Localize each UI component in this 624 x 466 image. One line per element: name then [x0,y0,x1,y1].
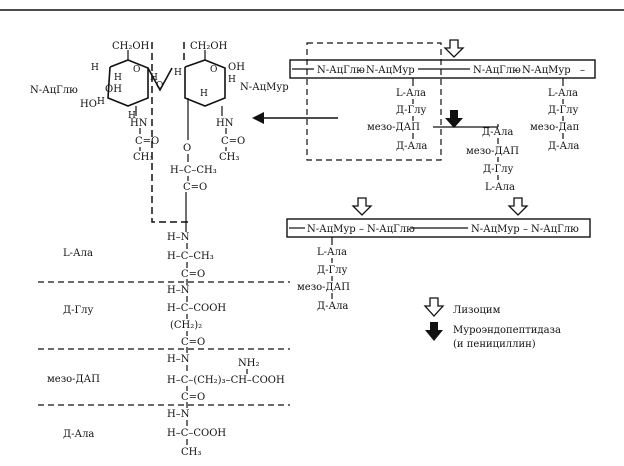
peptide-stem: L-Ала H–N H–C–CH₃ C=O Д-Глу H–N H–C–COOH… [38,192,290,458]
scheme-top-chain-box [289,59,596,79]
chain-unit: N-АцМур [307,224,356,235]
lysozyme-arrow-icon [507,197,529,216]
chain-unit: N-АцМур [366,65,415,76]
legend-lysozyme-label: Лизоцим [453,305,501,316]
ring1-co: C=O [135,136,159,147]
lactyl-o: O [183,143,191,154]
ring1-ho: HO [80,99,97,110]
scheme-top-dashed-cut [306,42,442,161]
ring1-o: O [133,65,140,75]
residue-line3: C=O [181,392,205,403]
chain-dash: – [514,65,519,76]
stem-residue: Д-Глу [548,105,578,116]
chain-dash: – [358,65,363,76]
ring2-h2: H [228,75,236,85]
ring1-hn: HN [130,118,148,129]
ring2-oh: OH [228,62,245,73]
ring2-h3: H [200,89,208,99]
cross-residue: мезо-ДАП [466,146,519,157]
legend-murein-sub: (и пенициллин) [453,339,536,350]
residue-line1: H–N [167,232,190,243]
lysozyme-arrow-icon [443,39,465,58]
scheme-top: N-АцГлю – N-АцМур N-АцГлю – N-АцМур – L-… [289,39,596,193]
chain-unit: N-АцГлю [531,224,579,235]
chain-dash: – [523,224,528,235]
stem-residue: мезо-ДАП [367,122,420,133]
lactyl-hc: H–C–CH₃ [170,165,217,176]
ring2-o-ring: O [210,65,217,75]
residue-line1: H–N [167,409,190,420]
ring2-co: C=O [221,136,245,147]
lactyl-co: C=O [183,182,207,193]
ring1-h5: H [128,111,136,121]
chain-unit: N-АцМур [471,224,520,235]
ring2-h1: H [174,68,182,78]
residue-line4: C=O [181,337,205,348]
residue-line2: H–C–CH₃ [167,251,214,262]
cross-residue: Д-Глу [483,164,513,175]
lysozyme-legend-icon [423,297,445,317]
legend-murein-label: Муроэндопептидаза [453,325,561,336]
ring1-oh: OH [105,84,122,95]
stem-residue: L-Ала [396,88,426,99]
glycosidic-o: O [156,81,163,91]
residue-label: Д-Глу [63,305,93,316]
residue-label: Д-Ала [63,429,94,440]
ring1-ch3: CH₃ [133,152,153,163]
ring2-ch3: CH₃ [219,152,239,163]
lysozyme-arrow-icon [351,197,373,216]
residue-line3: (CH₂)₂ [170,320,202,331]
ring1-h2: H [114,73,122,83]
stem-residue: Д-Глу [396,105,426,116]
ring1-h4: H [97,97,105,107]
legend: Лизоцим Муроэндопептидаза (и пенициллин) [423,297,561,350]
stem-residue: Д-Ала [548,141,579,152]
chain-dash: – [580,65,585,76]
chain-unit: N-АцГлю [317,65,365,76]
monomer-dashed-box [151,42,188,223]
residue-line3: C=O [181,269,205,280]
ring1-outline [107,59,149,107]
residue-label: L-Ала [63,248,93,259]
stem-residue: мезо-ДАП [297,282,350,293]
ring1-ch2oh: CH₂OH [112,41,150,52]
residue-line2: H–C–(CH₂)₃–CH–COOH [167,375,285,386]
residue-line2: H–C–COOH [167,428,226,439]
residue-line1: H–N [167,354,190,365]
nacglc-label: N-АцГлю [30,85,78,96]
structural-formula: N-АцГлю N-АцМур CH₂OH O H H H H H HO OH … [30,41,289,193]
ring2-hn: HN [216,118,234,129]
stem-residue: Д-Глу [317,265,347,276]
residue-label: мезо-ДАП [47,374,100,385]
residue-line2: H–C–COOH [167,303,226,314]
pointer-arrow-head [252,112,264,124]
stem-residue: мезо-Дап [530,122,580,133]
murein-endopeptidase-arrow-icon [445,110,463,128]
murein-legend-icon [425,322,443,341]
ring1-h1: H [91,63,99,73]
residue-line3: CH₃ [181,447,201,458]
scheme-bottom: N-АцМур – N-АцГлю N-АцМур – N-АцГлю L-Ал… [286,197,591,312]
residue-line1: H–N [167,285,190,296]
cross-residue: L-Ала [485,182,515,193]
stem-residue: L-Ала [317,247,347,258]
stem-residue: L-Ала [548,88,578,99]
chain-unit: N-АцГлю [367,224,415,235]
chain-unit: N-АцМур [522,65,571,76]
stem-residue: Д-Ала [317,301,348,312]
residue-nh2: NH₂ [238,358,259,369]
stem-residue: Д-Ала [396,141,427,152]
scheme-bottom-chain-box [286,218,591,238]
chain-unit: N-АцГлю [473,65,521,76]
chain-dash: – [359,224,364,235]
ring2-ch2oh: CH₂OH [190,41,228,52]
ring2-outline [184,59,226,107]
nacmur-label: N-АцМур [240,82,289,93]
cross-residue: Д-Ала [482,127,513,138]
